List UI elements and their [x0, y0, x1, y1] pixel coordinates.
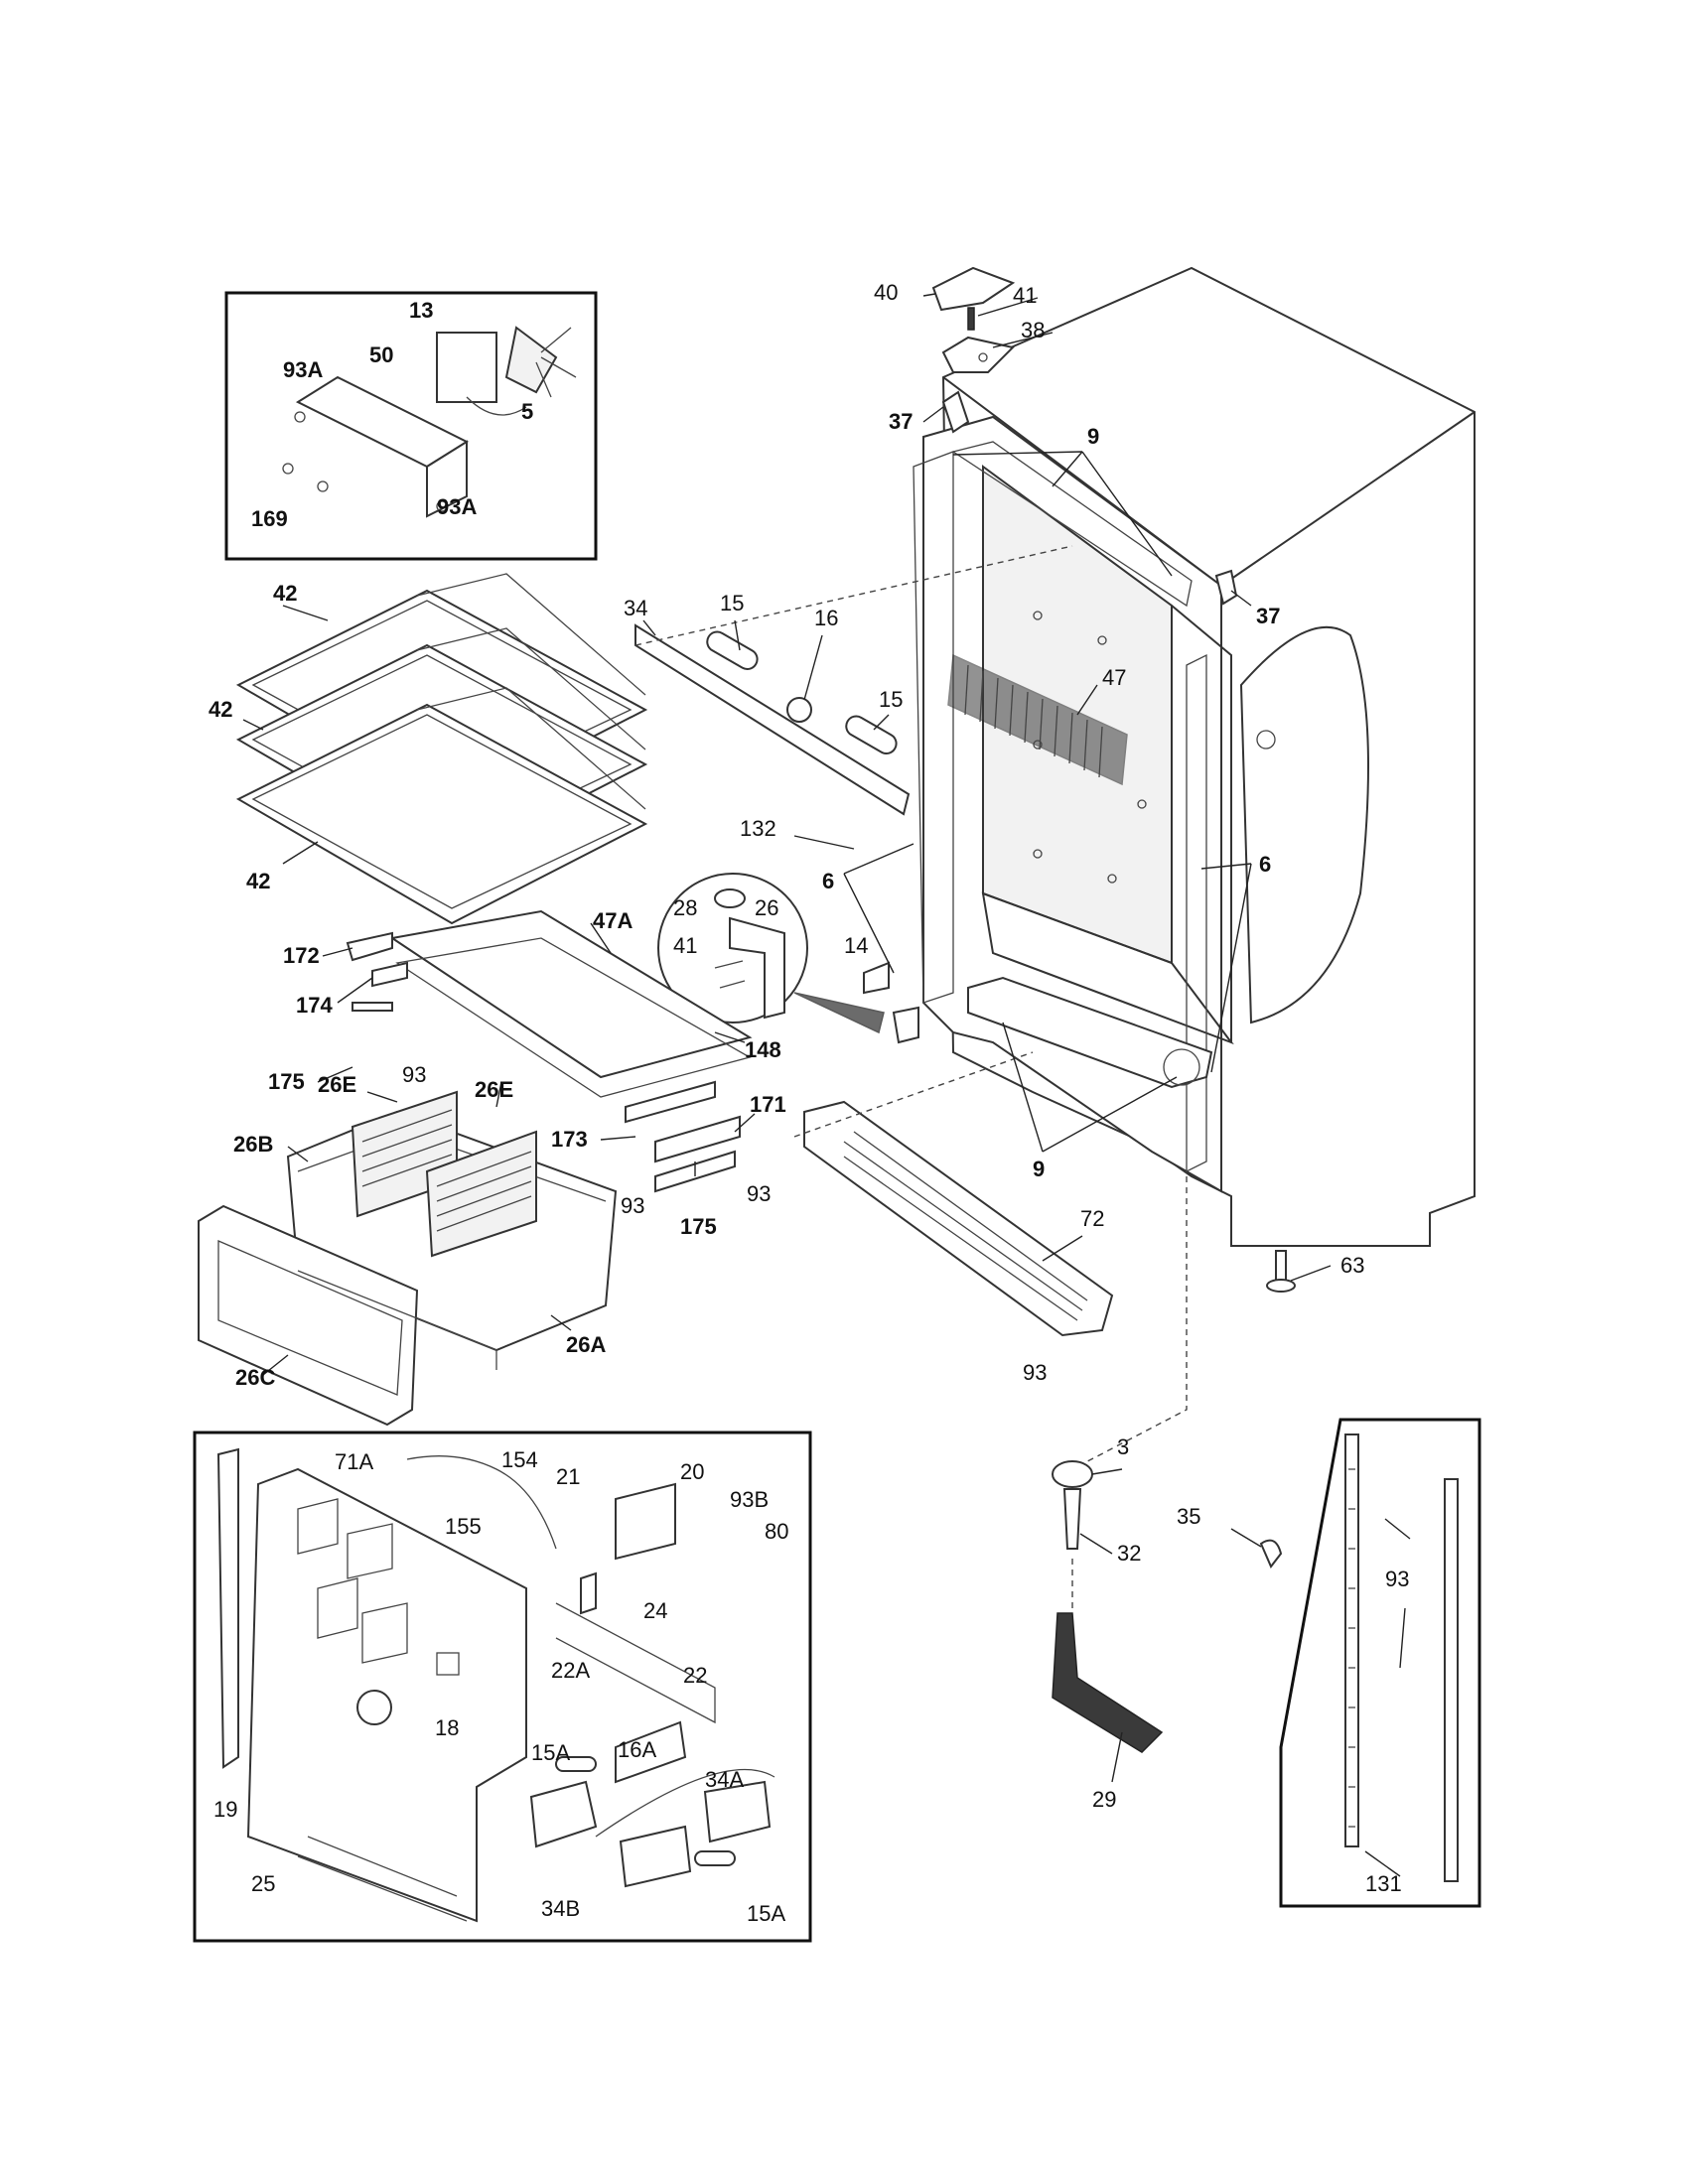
panel-label-155: 155: [445, 1514, 482, 1539]
crisper-cover: [346, 909, 753, 1193]
callout-175: 175: [268, 1069, 305, 1094]
top-hinge-assembly: [931, 266, 1016, 373]
panel-label-18: 18: [435, 1715, 459, 1740]
inset-label-13: 13: [409, 298, 433, 323]
panel-label-34B: 34B: [541, 1896, 580, 1921]
control-panel-inset-labels: 71A 154 21 20 93B 80 155 24 22A 22 18 15…: [213, 1447, 788, 1926]
callout-26B: 26B: [233, 1132, 273, 1157]
shelf-standard-inset-labels: 93 131: [1365, 1567, 1409, 1896]
callout-29: 29: [1092, 1787, 1116, 1812]
callout-35: 35: [1177, 1504, 1200, 1529]
fan-motor-inset: [224, 291, 598, 561]
panel-label-34A: 34A: [705, 1767, 744, 1792]
toe-grille: [793, 1051, 1114, 1337]
panel-label-19: 19: [213, 1797, 237, 1822]
panel-label-154: 154: [501, 1447, 538, 1472]
panel-label-20: 20: [680, 1459, 704, 1484]
panel-label-24: 24: [643, 1598, 667, 1623]
callout-14: 14: [844, 933, 868, 958]
inset-label-50: 50: [369, 342, 393, 367]
callout-93-crisper-right: 93: [621, 1193, 644, 1218]
callout-37: 37: [889, 409, 913, 434]
callout-42-bottom: 42: [246, 869, 270, 893]
panel-label-21: 21: [556, 1464, 580, 1489]
inset-label-93A-bottom: 93A: [437, 494, 477, 519]
callout-132: 132: [740, 816, 776, 841]
callout-63: 63: [1340, 1253, 1364, 1278]
callout-41-hinge: 41: [673, 933, 697, 958]
callout-42-top: 42: [273, 581, 297, 606]
callout-15: 15: [720, 591, 744, 615]
panel-label-22: 22: [683, 1663, 707, 1688]
callout-42-middle: 42: [209, 697, 232, 722]
callout-26A: 26A: [566, 1332, 606, 1357]
callout-16: 16: [814, 606, 838, 630]
callout-3: 3: [1117, 1434, 1129, 1459]
shelf-standard-inset: [1279, 1418, 1481, 1908]
hinge-detail: [657, 873, 919, 1044]
standard-label-93: 93: [1385, 1567, 1409, 1591]
callout-38: 38: [1021, 318, 1045, 342]
fan-motor-inset-labels: 13 50 93A 5 169 93A: [251, 298, 533, 531]
callout-6-right: 6: [1259, 852, 1271, 877]
callout-9: 9: [1087, 424, 1099, 449]
callout-32: 32: [1117, 1541, 1141, 1566]
callout-93-grille-bottom: 93: [1023, 1360, 1047, 1385]
callout-93-crisper: 93: [402, 1062, 426, 1087]
inset-label-5: 5: [521, 399, 533, 424]
callout-171: 171: [750, 1092, 786, 1117]
panel-label-16A: 16A: [618, 1737, 656, 1762]
callout-15-right: 15: [879, 687, 903, 712]
callout-93-grille: 93: [747, 1181, 771, 1206]
cabinet: [913, 266, 1476, 1293]
callout-26C: 26C: [235, 1365, 275, 1390]
callout-26E-right: 26E: [475, 1077, 513, 1102]
leader-lines: [242, 293, 1411, 1877]
callout-72: 72: [1080, 1206, 1104, 1231]
callout-37-right: 37: [1256, 604, 1280, 628]
callout-6: 6: [822, 869, 834, 893]
callout-28: 28: [673, 895, 697, 920]
callout-175-right: 175: [680, 1214, 717, 1239]
crisper-drawer: [198, 1090, 618, 1427]
callout-26E-left: 26E: [318, 1072, 356, 1097]
callout-47: 47: [1102, 665, 1126, 690]
callout-172: 172: [283, 943, 320, 968]
inset-label-93A-top: 93A: [283, 357, 323, 382]
inset-label-169: 169: [251, 506, 288, 531]
callout-174: 174: [296, 993, 333, 1018]
panel-label-15A-top: 15A: [531, 1740, 570, 1765]
light-rail: [634, 545, 1073, 816]
shelves: [235, 573, 648, 925]
panel-label-25: 25: [251, 1871, 275, 1896]
callout-34: 34: [624, 596, 647, 620]
callout-173: 173: [551, 1127, 588, 1152]
standard-label-131: 131: [1365, 1871, 1402, 1896]
callout-47A: 47A: [593, 908, 633, 933]
control-panel-inset: [193, 1431, 812, 1943]
drain-assembly: [1052, 1176, 1283, 1753]
callout-148: 148: [745, 1037, 781, 1062]
callout-40: 40: [874, 280, 898, 305]
panel-label-71A: 71A: [335, 1449, 373, 1474]
panel-label-22A: 22A: [551, 1658, 590, 1683]
callout-labels: 40 41 38 37 9 37 47 6 6 9 63 72 93 93 3 …: [209, 280, 1364, 1812]
callout-41: 41: [1013, 283, 1037, 308]
callout-9-bottom: 9: [1033, 1157, 1045, 1181]
panel-label-15A-bottom: 15A: [747, 1901, 785, 1926]
panel-label-93B: 93B: [730, 1487, 769, 1512]
panel-label-80: 80: [765, 1519, 788, 1544]
callout-26: 26: [755, 895, 778, 920]
